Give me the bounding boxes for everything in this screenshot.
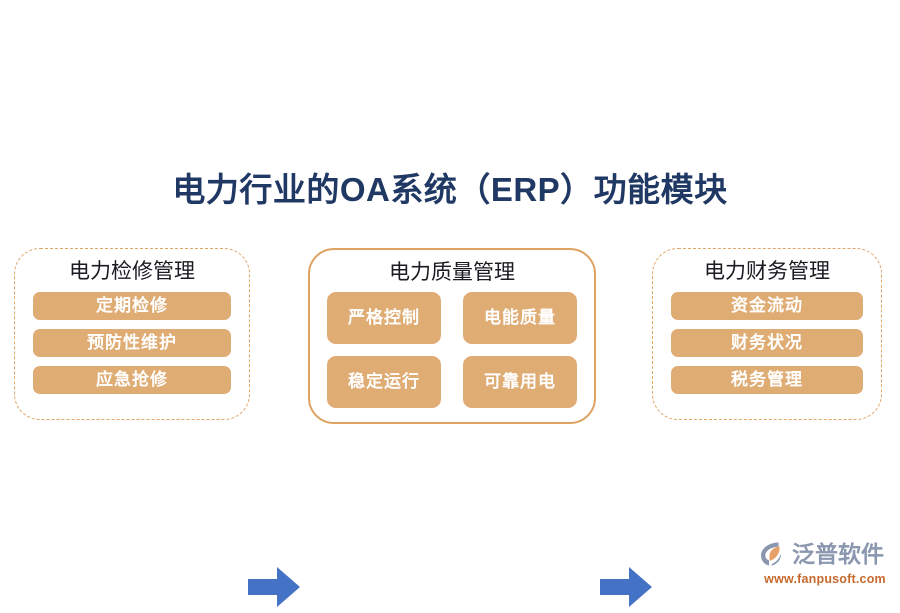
brand-watermark: 泛普软件 www.fanpusoft.com bbox=[758, 538, 892, 592]
arrow-right-icon bbox=[600, 566, 652, 608]
module-title: 电力财务管理 bbox=[704, 260, 830, 283]
module-item-list: 定期检修 预防性维护 应急抢修 bbox=[15, 292, 249, 394]
fanpu-logo-icon bbox=[758, 540, 788, 568]
module-item[interactable]: 税务管理 bbox=[671, 366, 863, 394]
module-item[interactable]: 稳定运行 bbox=[327, 356, 441, 408]
module-item[interactable]: 资金流动 bbox=[671, 292, 863, 320]
process-diagram: 电力检修管理 定期检修 预防性维护 应急抢修 电力质量管理 严格控制 电能质量 … bbox=[0, 248, 900, 607]
module-item-list: 资金流动 财务状况 税务管理 bbox=[653, 292, 881, 394]
module-item[interactable]: 定期检修 bbox=[33, 292, 231, 320]
module-item-grid: 严格控制 电能质量 稳定运行 可靠用电 bbox=[310, 292, 594, 408]
page-title: 电力行业的OA系统（ERP）功能模块 bbox=[172, 171, 728, 208]
brand-row: 泛普软件 bbox=[758, 538, 892, 570]
slide-canvas: 电力行业的OA系统（ERP）功能模块 电力检修管理 定期检修 预防性维护 应急抢… bbox=[0, 171, 900, 607]
module-title: 电力质量管理 bbox=[389, 261, 515, 284]
module-item[interactable]: 应急抢修 bbox=[33, 366, 231, 394]
module-card-power-quality[interactable]: 电力质量管理 严格控制 电能质量 稳定运行 可靠用电 bbox=[308, 248, 596, 424]
module-item[interactable]: 严格控制 bbox=[327, 292, 441, 344]
module-title: 电力检修管理 bbox=[69, 260, 195, 283]
brand-url: www.fanpusoft.com bbox=[764, 572, 886, 586]
module-item[interactable]: 电能质量 bbox=[463, 292, 577, 344]
module-item[interactable]: 财务状况 bbox=[671, 329, 863, 357]
module-item[interactable]: 可靠用电 bbox=[463, 356, 577, 408]
brand-name: 泛普软件 bbox=[792, 540, 884, 567]
module-item[interactable]: 预防性维护 bbox=[33, 329, 231, 357]
module-card-power-maintenance[interactable]: 电力检修管理 定期检修 预防性维护 应急抢修 bbox=[14, 248, 250, 420]
arrow-right-icon bbox=[248, 566, 300, 608]
module-card-power-finance[interactable]: 电力财务管理 资金流动 财务状况 税务管理 bbox=[652, 248, 882, 420]
